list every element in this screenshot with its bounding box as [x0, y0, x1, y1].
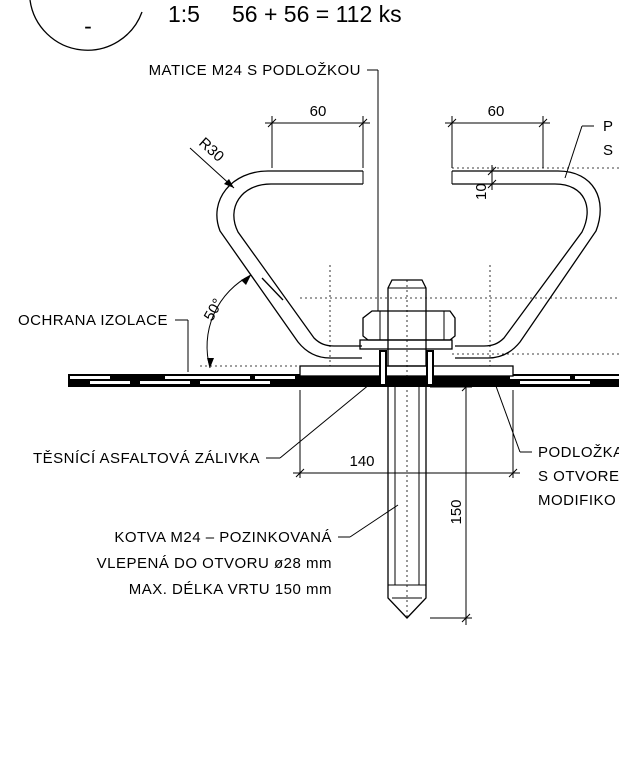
label-sealing: TĚSNÍCÍ ASFALTOVÁ ZÁLIVKA	[33, 450, 260, 467]
label-washer-2: S OTVORE	[538, 468, 619, 485]
dim-top-left: 60	[310, 103, 327, 120]
label-right-part-1: P	[603, 118, 614, 135]
nut	[362, 310, 456, 341]
dim-depth: 150	[448, 499, 465, 524]
sealing-fill	[355, 378, 460, 387]
label-anchor-1: KOTVA M24 – POZINKOVANÁ	[114, 529, 332, 546]
hook-left-outer	[216, 170, 363, 359]
rod-top	[387, 279, 427, 367]
hook-right-outer	[452, 170, 601, 359]
label-washer-3: MODIFIKO	[538, 492, 616, 509]
hook-right-inner	[452, 183, 588, 347]
dim-radius: R30	[195, 134, 227, 165]
hook-left-inner	[233, 183, 363, 347]
roof-layers	[68, 374, 619, 387]
label-anchor-3: MAX. DÉLKA VRTU 150 mm	[129, 581, 332, 598]
washer	[359, 339, 453, 350]
label-nut: MATICE M24 S PODLOŽKOU	[149, 62, 361, 79]
label-washer-1: PODLOŽKA	[538, 444, 619, 461]
label-right-part-2: S	[603, 142, 614, 159]
detail-circle	[29, 0, 143, 51]
dim-thickness: 10	[473, 183, 490, 200]
base-plate	[299, 365, 514, 377]
dim-angle: 50°	[201, 296, 227, 324]
anchor-rod	[387, 387, 427, 619]
label-insulation: OCHRANA IZOLACE	[18, 312, 168, 329]
dim-top-right: 60	[488, 103, 505, 120]
quantity-text: 56 + 56 = 112 ks	[232, 1, 402, 27]
scale-text: 1:5	[168, 1, 200, 27]
detail-symbol: -	[84, 13, 92, 39]
label-anchor-2: VLEPENÁ DO OTVORU ø28 mm	[97, 555, 332, 572]
dim-width: 140	[349, 453, 374, 470]
